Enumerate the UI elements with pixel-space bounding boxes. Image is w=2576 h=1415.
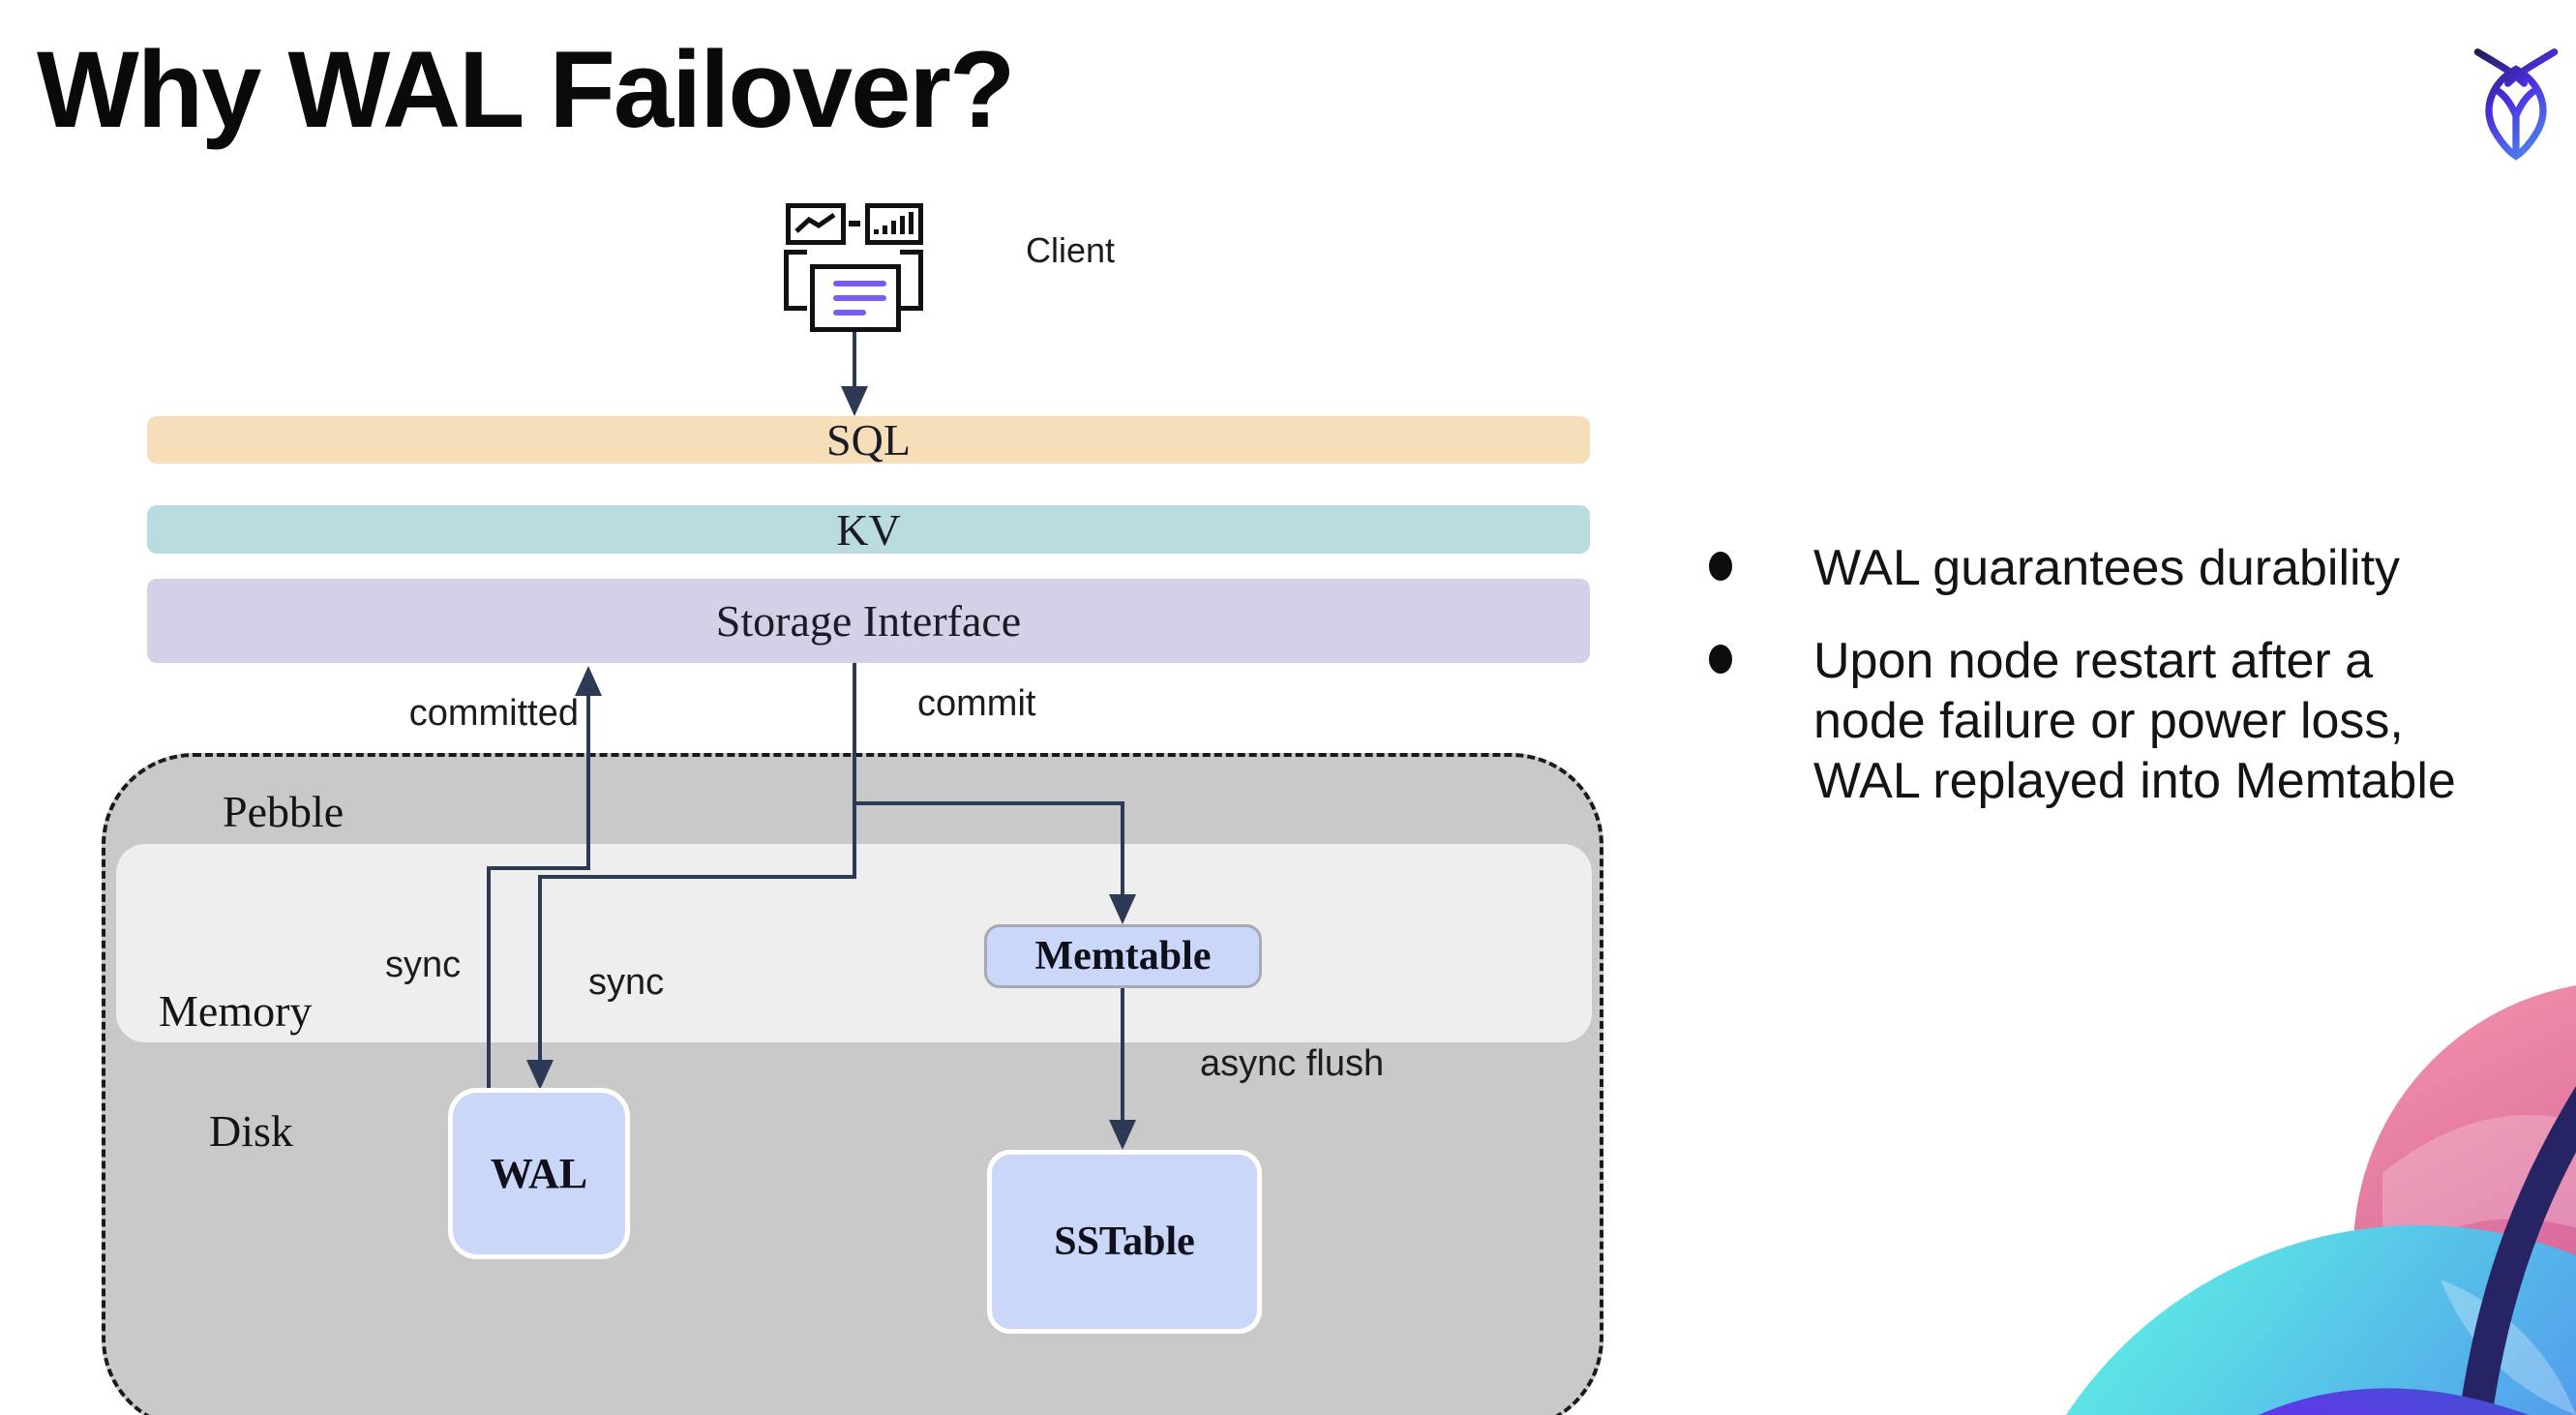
bullet-icon (1709, 552, 1732, 581)
committed-label: committed (408, 693, 579, 734)
client-label: Client (1026, 230, 1116, 270)
doc-line (833, 281, 886, 286)
pebble-label: Pebble (223, 787, 344, 836)
commit-label: commit (917, 683, 1036, 724)
bracket-left-icon (784, 250, 807, 311)
layer-sql-label: SQL (826, 415, 911, 465)
cockroachdb-logo-icon (2470, 46, 2562, 166)
list-item: WAL guarantees durability (1709, 538, 2483, 598)
memory-label: Memory (159, 986, 313, 1036)
async-flush-label: async flush (1200, 1043, 1385, 1084)
bar-chart-icon (865, 203, 923, 245)
memtable-label: Memtable (1034, 934, 1212, 978)
bullet-list: WAL guarantees durability Upon node rest… (1709, 538, 2483, 844)
decorative-cockroach-artwork (1995, 960, 2576, 1415)
layer-kv-label: KV (836, 504, 901, 555)
line-chart-icon (786, 203, 846, 245)
doc-line (833, 310, 866, 316)
memtable-node: Memtable (984, 924, 1262, 988)
layer-storage-label: Storage Interface (715, 596, 1022, 646)
layer-storage-interface: Storage Interface (147, 579, 1590, 663)
layer-kv: KV (147, 504, 1590, 555)
bullet-text: Upon node restart after a node failure o… (1813, 633, 2456, 809)
bullet-icon (1709, 645, 1732, 674)
bracket-right-icon (900, 250, 923, 311)
slide-title: Why WAL Failover? (37, 29, 1015, 150)
wal-node: WAL (448, 1088, 630, 1259)
disk-label: Disk (209, 1106, 293, 1156)
memory-region (116, 844, 1592, 1042)
wal-label: WAL (490, 1150, 588, 1197)
dash-connector (849, 221, 860, 226)
sync-right-label: sync (588, 962, 665, 1003)
bullet-text: WAL guarantees durability (1813, 540, 2401, 596)
sstable-label: SSTable (1054, 1219, 1195, 1264)
layer-sql: SQL (147, 415, 1590, 465)
doc-line (833, 295, 886, 301)
sync-left-label: sync (385, 945, 462, 985)
sstable-node: SSTable (987, 1150, 1262, 1334)
document-icon (810, 264, 901, 332)
list-item: Upon node restart after a node failure o… (1709, 631, 2483, 811)
